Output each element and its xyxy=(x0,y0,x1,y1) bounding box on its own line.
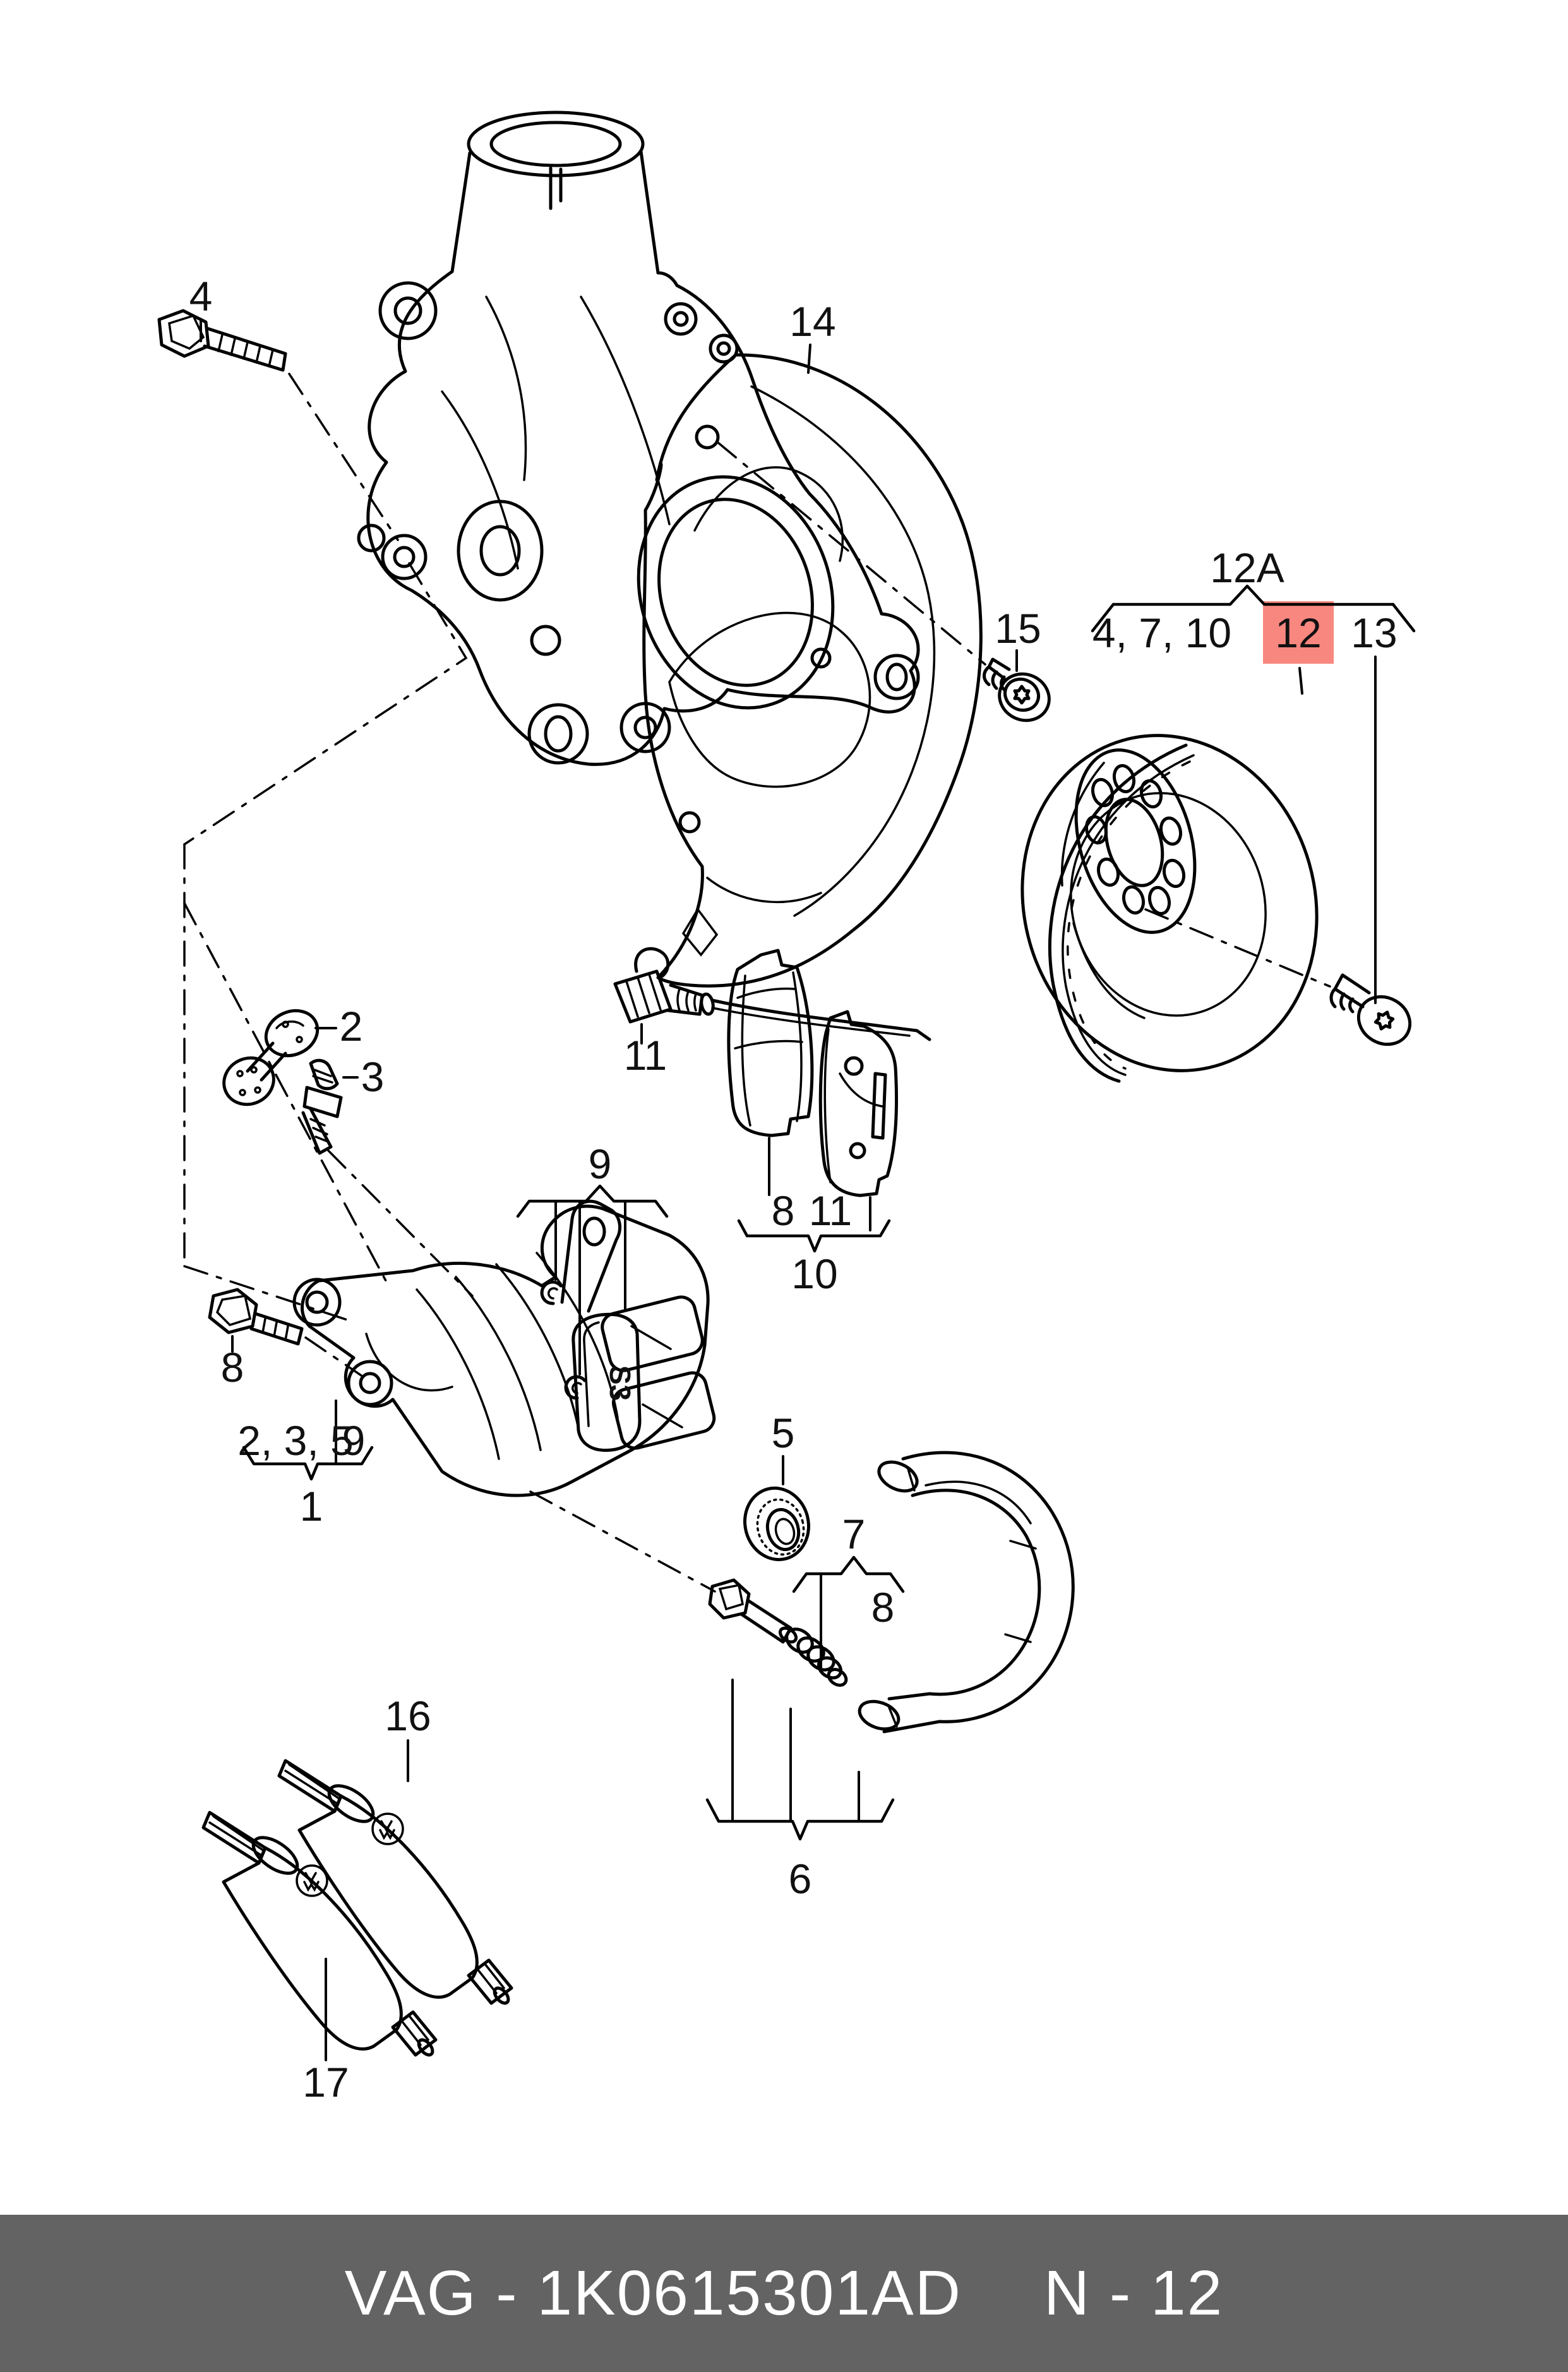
pad-inner xyxy=(727,949,814,1137)
assembly-axis-bolt4 xyxy=(288,373,399,541)
grommet xyxy=(743,1486,810,1562)
shim-marking: S3 xyxy=(604,1365,637,1401)
highlight-box xyxy=(1263,601,1334,664)
pad-shim: S3 xyxy=(572,1312,642,1452)
caliper xyxy=(292,1199,716,1497)
caliper-bolt xyxy=(208,1288,304,1346)
callout-pad-set: 10 xyxy=(791,1250,837,1297)
callout-grease-tube-lower: 17 xyxy=(302,2059,349,2105)
callout-dust-cap: 2 xyxy=(340,1003,363,1050)
callout-bleeder: 3 xyxy=(361,1053,385,1100)
splash-shield xyxy=(642,353,983,988)
assembly-axis-bolt8 xyxy=(304,1336,362,1377)
callout-guide-pin-group: 7 xyxy=(842,1511,866,1557)
callout-shield: 14 xyxy=(789,298,835,345)
callout-sensor: 11 xyxy=(624,1032,667,1079)
wear-sensor xyxy=(613,947,931,1041)
callout-caliper-includes: 2, 3, 5 xyxy=(237,1417,353,1464)
vw-logo-icon xyxy=(371,1812,404,1845)
callout-grease-tube-upper: 16 xyxy=(385,1692,431,1739)
leader-shield xyxy=(807,344,811,374)
vw-logo-icon xyxy=(296,1864,328,1897)
shield-screw xyxy=(983,657,1051,722)
callout-guide-pin-bolt: 8 xyxy=(871,1584,895,1631)
bleeder-valve xyxy=(301,1058,343,1155)
callout-carrier: 6 xyxy=(789,1855,812,1902)
guide-pin-bracket xyxy=(792,1555,905,1593)
footer-bar: VAG - 1K0615301AD N - 12 xyxy=(0,2215,1568,2372)
grease-tube-upper xyxy=(277,1759,513,2005)
carrier-bracket xyxy=(705,1798,895,1841)
footer-part-number: VAG - 1K0615301AD xyxy=(344,2258,962,2328)
assembly-axes xyxy=(183,562,716,1593)
brake-carrier xyxy=(858,1451,1075,1734)
dust-cap xyxy=(222,1009,320,1106)
brake-disc xyxy=(1020,734,1319,1083)
footer-page-number: N - 12 xyxy=(1043,2258,1224,2328)
pad-sensor-side xyxy=(818,1010,898,1197)
retaining-clips xyxy=(540,1280,587,1400)
guide-pin xyxy=(708,1578,848,1687)
callout-disc-group: 12A xyxy=(1210,544,1284,591)
grease-tube-lower xyxy=(201,1811,438,2057)
callout-caliper: 1 xyxy=(300,1483,323,1530)
assembly-axis-screw13 xyxy=(1144,908,1331,988)
assembly-axis-bleeder xyxy=(327,1149,474,1297)
callout-disc-screw: 13 xyxy=(1351,609,1397,656)
assembly-axis-screw15 xyxy=(716,441,986,666)
shim-group-bracket xyxy=(516,1184,669,1218)
disc-bolt-holes xyxy=(1084,764,1186,916)
steering-knuckle xyxy=(357,111,920,766)
disc-group-bracket xyxy=(1091,584,1416,633)
callout-knuckle-bolt: 4 xyxy=(189,273,213,320)
disc-screw xyxy=(1329,973,1412,1046)
callout-caliper-includes-shim: 9 xyxy=(342,1417,366,1464)
caliper-bracket xyxy=(242,1446,374,1481)
torx-icon xyxy=(1373,1010,1395,1031)
callout-disc-group-members: 4, 7, 10 xyxy=(1092,609,1231,656)
leader-disc xyxy=(1298,667,1303,695)
callout-disc: 12 xyxy=(1275,609,1321,656)
vent-slots xyxy=(1067,760,1191,1070)
callout-pad-sensor-side: 11 xyxy=(809,1187,853,1234)
callout-grommet: 5 xyxy=(772,1410,795,1456)
pad-set-bracket xyxy=(737,1219,891,1253)
callout-shield-screw: 15 xyxy=(995,605,1041,652)
torx-icon xyxy=(1013,685,1031,705)
knuckle-bolt xyxy=(157,309,287,372)
callout-shim-group: 9 xyxy=(589,1141,612,1187)
callout-pad-inner: 8 xyxy=(772,1187,795,1234)
